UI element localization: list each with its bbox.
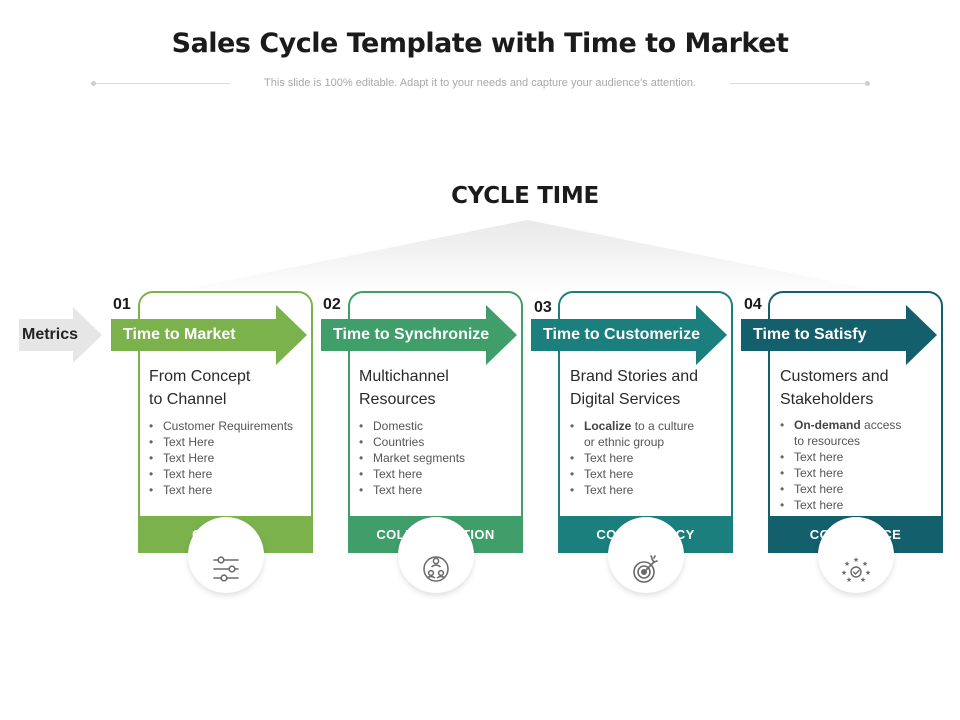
stage-number-4: 04 [744,296,762,313]
stage-arrow-2 [321,305,517,365]
stage-number-3: 03 [534,299,552,316]
bullet-item: Text here [149,482,309,498]
sliders-icon [213,556,239,582]
stage-arrow-3 [531,305,727,365]
stage-arrow-1 [111,305,307,365]
subtitle-dot-right [865,81,870,86]
consistency-icon-circle [608,517,684,593]
subtitle-divider-left [93,83,230,84]
svg-text:★: ★ [853,556,859,564]
bullet-item: Text here [359,482,519,498]
svg-text:★: ★ [865,569,871,577]
bullet-item: Text here [570,466,728,482]
bullet-item: Text here [780,449,938,465]
stage-bullets-2: Domestic Countries Market segments Text … [359,418,519,498]
subtitle-divider-right [730,83,867,84]
bullet-item: Text Here [149,434,309,450]
team-icon [423,556,449,582]
compliance-icon-circle: ★ ★ ★ ★ ★ ★ ★ [818,517,894,593]
collaboration-icon-circle [398,517,474,593]
stage-arrow-label-3: Time to Customerize [543,326,701,343]
bullet-item: Text Here [149,450,309,466]
bullet-item: Text here [570,450,728,466]
stage-bullets-1: Customer Requirements Text Here Text Her… [149,418,309,498]
bullet-item: Countries [359,434,519,450]
stage-arrow-label-1: Time to Market [123,326,236,343]
bullet-item: Text here [780,465,938,481]
bullet-item: Text here [359,466,519,482]
target-icon [633,555,658,583]
bullet-item: Customer Requirements [149,418,309,434]
cycle-time-label: CYCLE TIME [451,183,599,209]
cycle-time-triangle [150,220,905,296]
page-subtitle: This slide is 100% editable. Adapt it to… [264,77,696,89]
page-title: Sales Cycle Template with Time to Market [171,28,789,59]
bullet-item: Domestic [359,418,519,434]
stage-arrow-label-2: Time to Synchronize [333,326,490,343]
stage-arrow-label-4: Time to Satisfy [753,326,867,343]
svg-text:★: ★ [860,576,866,584]
svg-text:★: ★ [841,569,847,577]
bullet-item: Market segments [359,450,519,466]
bullet-item: Text here [780,481,938,497]
subtitle-dot-left [91,81,96,86]
stage-arrow-4 [741,305,937,365]
svg-text:★: ★ [846,576,852,584]
bullet-item: Text here [570,482,728,498]
metrics-label: Metrics [22,326,79,343]
bullet-item: Text here [780,497,938,513]
stage-number-2: 02 [323,296,341,313]
stage-number-1: 01 [113,296,131,313]
badge-stars-icon: ★ ★ ★ ★ ★ ★ ★ [841,556,871,584]
metrics-arrow [19,307,102,363]
control-icon-circle [188,517,264,593]
svg-text:★: ★ [844,560,850,568]
svg-text:★: ★ [862,560,868,568]
bullet-item: Text here [149,466,309,482]
